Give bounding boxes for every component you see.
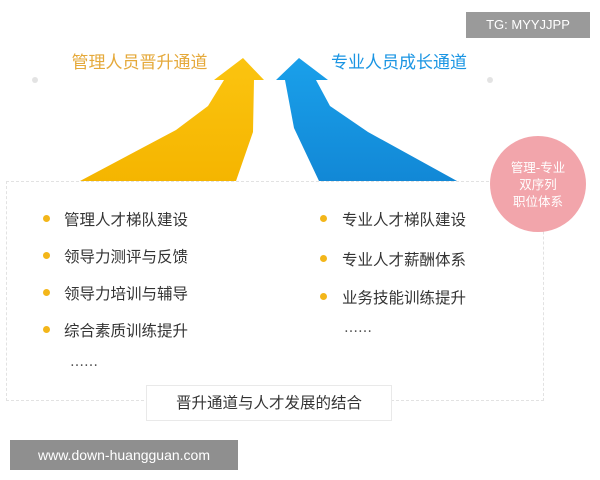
right-channel-title: 专业人员成长通道 xyxy=(331,53,467,73)
left-channel-title: 管理人员晋升通道 xyxy=(71,53,208,73)
left-list-item: 领导力测评与反馈 xyxy=(64,248,189,266)
badge-line: 管理-专业 xyxy=(510,159,566,175)
watermark-bottom-left: www.down-huangguan.com xyxy=(10,440,238,470)
left-list-item: 领导力培训与辅导 xyxy=(64,285,189,303)
left-bullet xyxy=(43,215,50,222)
diagram-caption: 晋升通道与人才发展的结合 xyxy=(146,385,392,421)
right-arrow xyxy=(276,58,457,181)
left-ellipsis: …… xyxy=(70,354,98,370)
right-bullet xyxy=(320,293,327,300)
decor-dot-right xyxy=(487,77,493,83)
right-list-item: 专业人才薪酬体系 xyxy=(342,251,467,269)
right-list-item: 专业人才梯队建设 xyxy=(342,211,467,229)
right-ellipsis: …… xyxy=(344,320,372,336)
left-bullet xyxy=(43,289,50,296)
left-bullet xyxy=(43,252,50,259)
decor-dot-left xyxy=(32,77,38,83)
dual-sequence-badge: 管理-专业 双序列 职位体系 xyxy=(490,136,586,232)
right-bullet xyxy=(320,255,327,262)
left-bullet xyxy=(43,326,50,333)
badge-line: 双序列 xyxy=(519,176,557,192)
left-arrow xyxy=(80,58,264,181)
left-list-item: 管理人才梯队建设 xyxy=(64,211,189,229)
right-bullet xyxy=(320,215,327,222)
badge-line: 职位体系 xyxy=(512,193,563,209)
right-list-item: 业务技能训练提升 xyxy=(342,289,467,307)
left-list-item: 综合素质训练提升 xyxy=(64,322,189,340)
watermark-top-right: TG: MYYJJPP xyxy=(466,12,590,38)
